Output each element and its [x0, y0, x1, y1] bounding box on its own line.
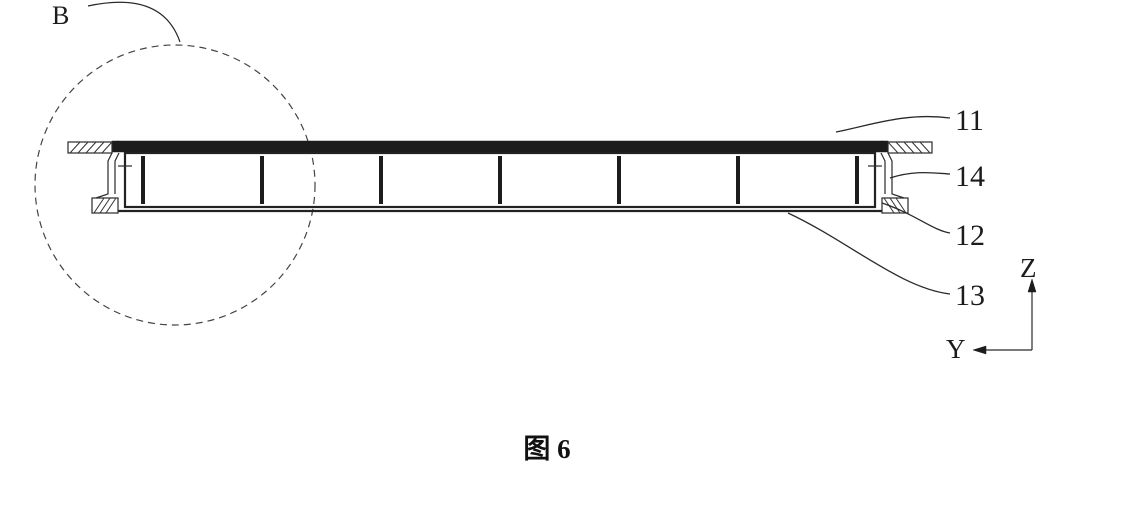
- detail-circle-b: [34, 1, 316, 326]
- leader-13: [787, 212, 951, 295]
- top-plate: [111, 140, 889, 153]
- callout-leaders: [787, 115, 951, 295]
- detail-leader-line: [87, 1, 181, 43]
- frame-outline: [123, 151, 877, 209]
- left-foot: [91, 197, 119, 214]
- detail-label-b: B: [52, 1, 69, 30]
- axis-z-label: Z: [1020, 253, 1037, 283]
- leader-12: [881, 202, 951, 234]
- leader-14: [889, 171, 951, 179]
- coordinate-axes: [972, 278, 1037, 355]
- right-end-bracket-inner: [880, 152, 886, 194]
- axis-z-arrowhead: [1027, 278, 1037, 293]
- right-fastener-dot: [877, 140, 887, 150]
- right-top-tab: [887, 141, 933, 154]
- axis-y-arrowhead: [972, 345, 987, 355]
- right-tab-hatching: [887, 141, 931, 154]
- left-tab-hatching: [69, 141, 113, 154]
- right-end-cap: [868, 140, 933, 214]
- leader-11: [835, 115, 951, 133]
- right-foot: [881, 197, 909, 214]
- callout-label-13: 13: [955, 279, 985, 312]
- frame-ribs: [141, 156, 859, 204]
- callout-label-14: 14: [955, 160, 985, 193]
- left-end-cap: [67, 140, 132, 214]
- figure-caption: 图 6: [523, 434, 570, 464]
- axis-y-label: Y: [946, 334, 966, 364]
- left-end-bracket-inner: [114, 152, 120, 194]
- left-top-tab: [67, 141, 113, 154]
- panel-assembly: [67, 140, 933, 214]
- callout-label-12: 12: [955, 219, 985, 252]
- left-foot-hatching: [93, 197, 117, 214]
- detail-circle-outline: [34, 44, 316, 326]
- left-fastener-dot: [113, 140, 123, 150]
- callout-label-11: 11: [955, 104, 984, 137]
- left-end-bracket: [95, 152, 113, 199]
